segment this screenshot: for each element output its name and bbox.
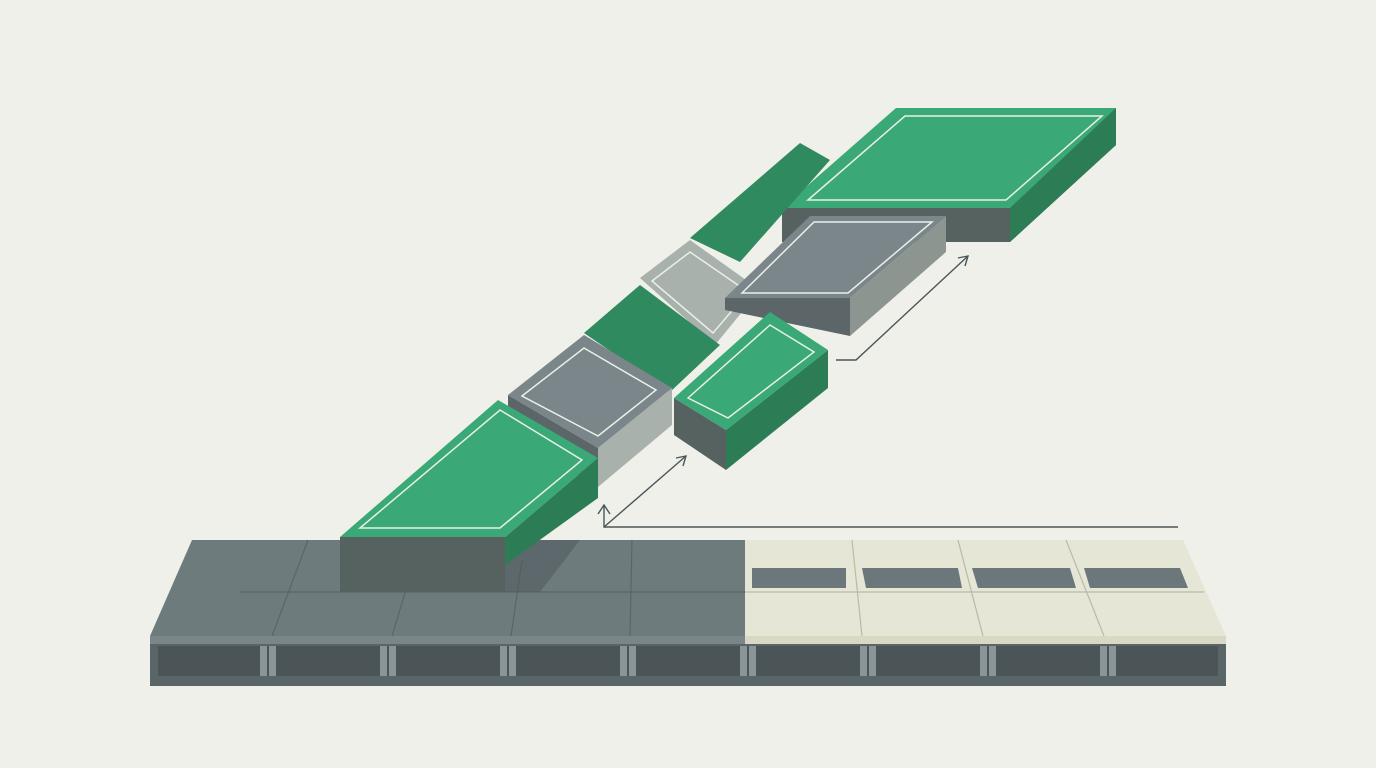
slot-2 [862, 568, 962, 588]
connector-line-lower [603, 505, 1178, 528]
arrow-up-right-icon [603, 455, 687, 528]
slab-front-gray-edge [150, 636, 745, 644]
arrowhead-lower [675, 455, 688, 467]
tile-dark-green-upper [690, 143, 830, 262]
arrowhead-upper [957, 255, 970, 267]
slab-grid-cream [745, 539, 1204, 637]
slot-1 [752, 568, 846, 588]
arrowhead-left [597, 503, 611, 515]
slot-3 [972, 568, 1076, 588]
connector-lines [597, 255, 1178, 528]
base-slab [150, 539, 1226, 686]
slab-cavity [158, 646, 1218, 676]
slab-front-cream-edge [745, 636, 1226, 644]
tile-green-top-large [782, 108, 1116, 242]
tile-green-small [674, 312, 828, 470]
tile-green-bottom-large [340, 400, 598, 592]
connector-line-upper [836, 255, 969, 361]
slab-slots [752, 568, 1188, 588]
slot-4 [1084, 568, 1188, 588]
tile-gray-middle [725, 216, 946, 336]
tile-dark-green-middle [584, 285, 720, 392]
